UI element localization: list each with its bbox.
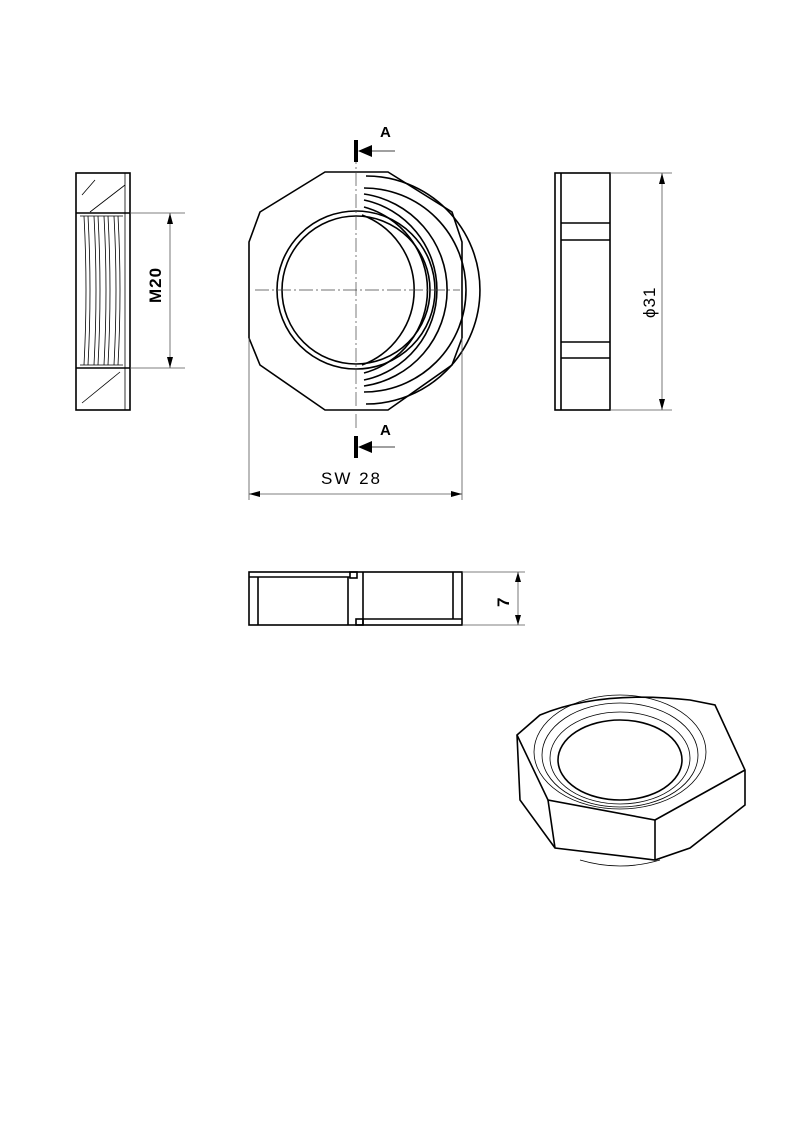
section-marker-top <box>354 140 395 162</box>
left-side-view <box>75 172 185 411</box>
bottom-view <box>248 571 525 626</box>
right-side-view <box>554 172 672 411</box>
front-hex-view <box>248 140 481 500</box>
isometric-view <box>516 694 746 867</box>
thread-lines <box>80 215 123 366</box>
section-marker-bottom <box>354 436 395 458</box>
